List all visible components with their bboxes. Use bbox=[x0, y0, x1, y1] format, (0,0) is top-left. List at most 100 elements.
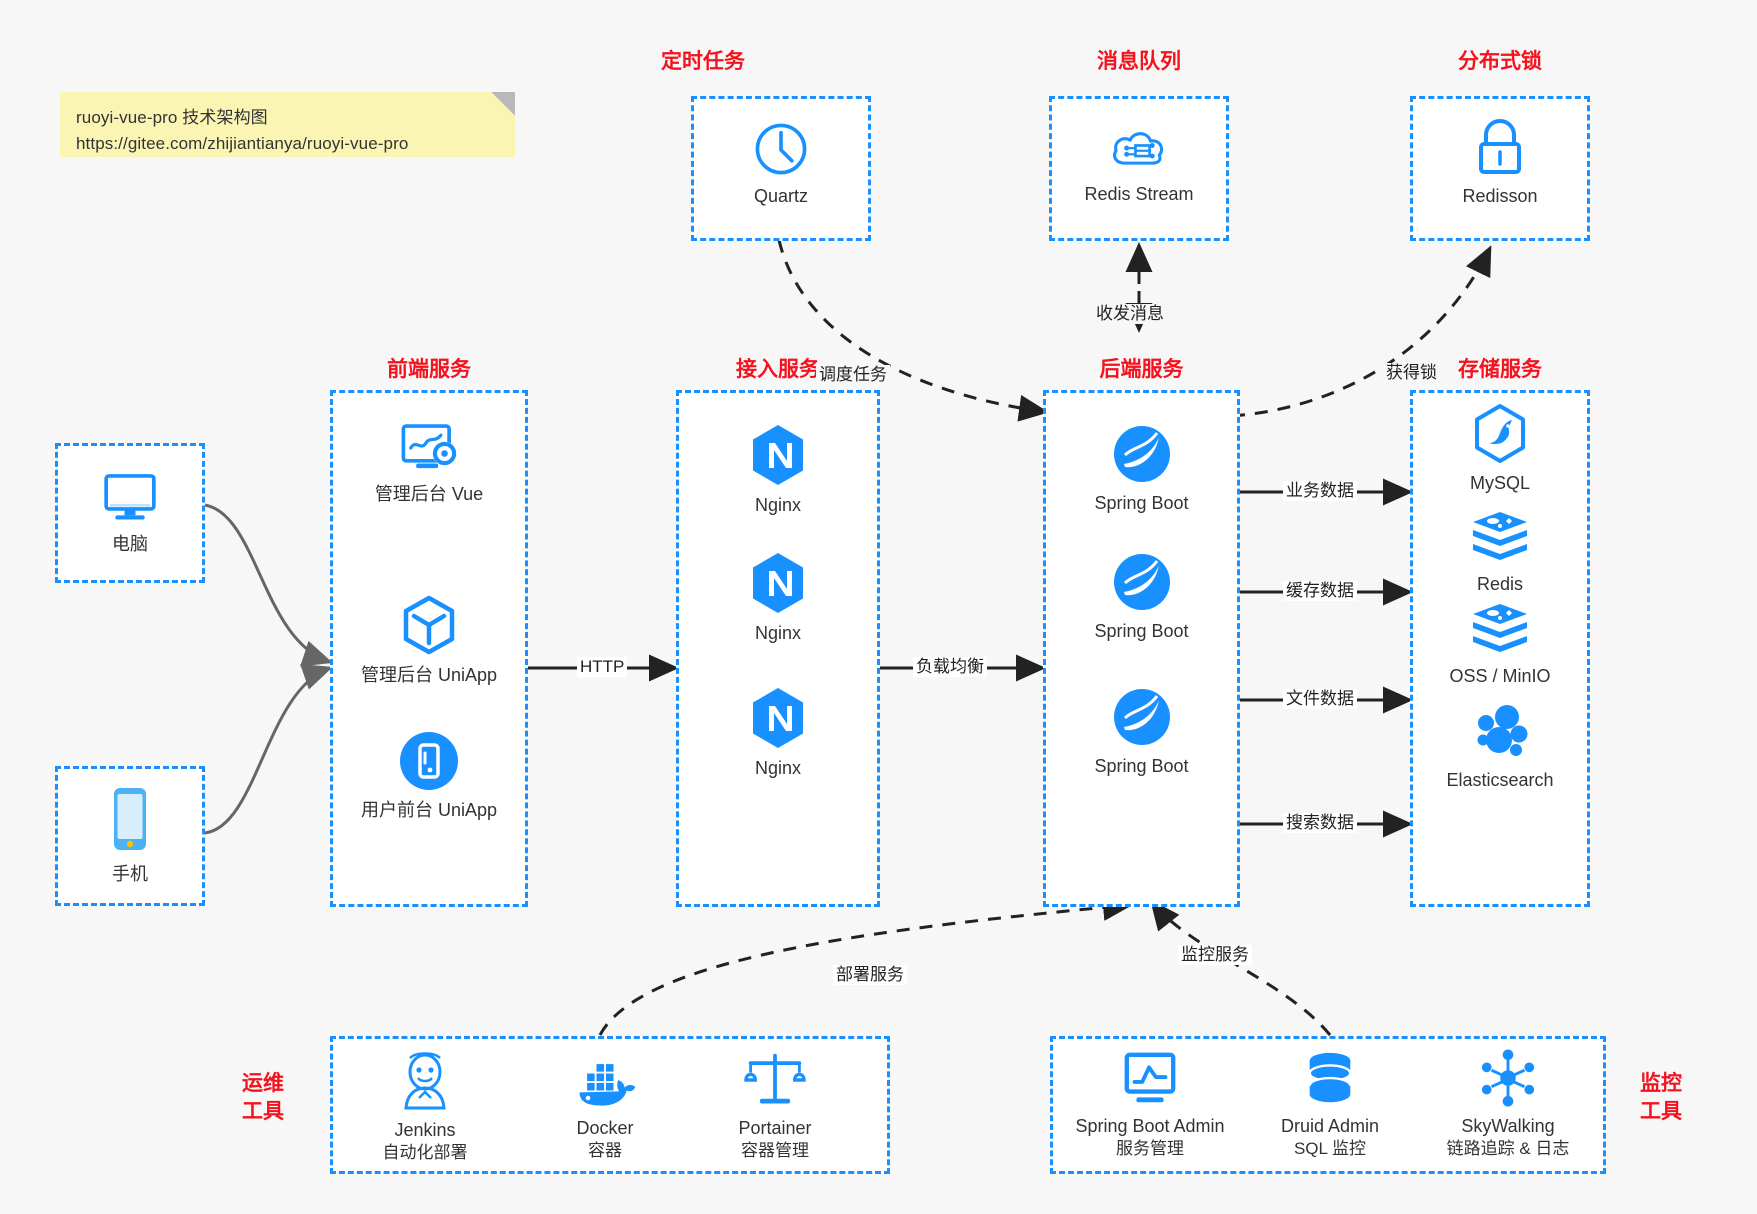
node-spring-boot-admin[interactable]: Spring Boot Admin 服务管理 bbox=[1050, 1050, 1250, 1161]
node-admin-vue[interactable]: 管理后台 Vue bbox=[330, 420, 528, 506]
group-title-storage: 存储服务 bbox=[1458, 358, 1542, 381]
node-portainer[interactable]: Portainer 容器管理 bbox=[690, 1050, 860, 1163]
node-druid-admin[interactable]: Druid Admin SQL 监控 bbox=[1250, 1050, 1410, 1161]
node-label: Spring Boot Admin bbox=[1075, 1116, 1225, 1136]
edge-label-load-balance: 负载均衡 bbox=[913, 657, 987, 678]
spring-icon bbox=[1113, 554, 1170, 610]
group-title-message-queue: 消息队列 bbox=[1097, 50, 1181, 73]
edge-label-schedule-task: 调度任务 bbox=[816, 365, 890, 386]
node-label: 手机 bbox=[112, 864, 148, 884]
cloud-network-icon bbox=[1113, 132, 1164, 165]
node-nginx-1[interactable]: Nginx bbox=[676, 423, 880, 517]
node-docker[interactable]: Docker 容器 bbox=[520, 1054, 690, 1163]
group-box-scheduled-task[interactable] bbox=[691, 96, 871, 241]
node-label: Redisson bbox=[1462, 186, 1538, 206]
node-label: 电脑 bbox=[112, 534, 148, 554]
node-redisson[interactable]: Redisson bbox=[1410, 116, 1590, 208]
mobile-icon bbox=[114, 788, 146, 850]
redis-icon bbox=[1473, 512, 1527, 560]
node-spring-boot-2[interactable]: Spring Boot bbox=[1043, 551, 1240, 643]
edge-label-business-data: 业务数据 bbox=[1283, 481, 1357, 502]
note-fold-corner bbox=[491, 92, 515, 116]
node-user-uniapp[interactable]: 用户前台 UniApp bbox=[330, 730, 528, 822]
group-box-message-queue[interactable] bbox=[1049, 96, 1229, 241]
node-sublabel: SQL 监控 bbox=[1293, 1139, 1367, 1159]
group-title-frontend: 前端服务 bbox=[387, 358, 471, 381]
desktop-icon bbox=[104, 474, 156, 520]
cube-icon bbox=[403, 595, 455, 655]
edge-label-cache-data: 缓存数据 bbox=[1283, 581, 1357, 602]
node-label: Quartz bbox=[753, 186, 809, 206]
clock-icon bbox=[755, 123, 807, 175]
group-title-scheduled-task: 定时任务 bbox=[661, 50, 745, 73]
node-label: Docker bbox=[576, 1118, 634, 1138]
mysql-icon bbox=[1475, 404, 1525, 463]
note-line-url: https://gitee.com/zhijiantianya/ruoyi-vu… bbox=[76, 134, 409, 154]
spring-icon bbox=[1113, 689, 1170, 745]
node-redis-stream[interactable]: Redis Stream bbox=[1049, 122, 1229, 206]
note-line-title: ruoyi-vue-pro 技术架构图 bbox=[76, 108, 268, 127]
node-label: Druid Admin bbox=[1280, 1116, 1380, 1136]
elasticsearch-icon bbox=[1477, 705, 1528, 756]
node-label: 管理后台 UniApp bbox=[360, 665, 498, 685]
node-admin-uniapp[interactable]: 管理后台 UniApp bbox=[330, 593, 528, 687]
edge-label-deploy-service: 部署服务 bbox=[833, 965, 907, 986]
scales-icon bbox=[744, 1053, 806, 1104]
node-label: Spring Boot bbox=[1094, 621, 1189, 641]
node-label: Redis bbox=[1476, 574, 1524, 594]
node-oss-minio[interactable]: OSS / MinIO bbox=[1410, 600, 1590, 688]
database-icon bbox=[1308, 1052, 1352, 1103]
node-elasticsearch[interactable]: Elasticsearch bbox=[1410, 702, 1590, 792]
node-label: Spring Boot bbox=[1094, 493, 1189, 513]
nginx-icon bbox=[753, 425, 803, 485]
lock-icon bbox=[1479, 119, 1521, 174]
spring-icon bbox=[1113, 426, 1170, 482]
node-quartz[interactable]: Quartz bbox=[691, 120, 871, 208]
group-box-frontend[interactable] bbox=[330, 390, 528, 907]
group-title-backend: 后端服务 bbox=[1099, 358, 1184, 381]
group-title-devops-line1: 运维 bbox=[242, 1072, 284, 1095]
node-sublabel: 链路追踪 & 日志 bbox=[1446, 1139, 1570, 1159]
node-pc[interactable]: 电脑 bbox=[55, 468, 205, 556]
edge-label-http: HTTP bbox=[577, 657, 628, 678]
group-box-devops[interactable] bbox=[330, 1036, 890, 1174]
node-label: SkyWalking bbox=[1461, 1116, 1555, 1136]
docker-icon bbox=[579, 1064, 636, 1106]
node-sublabel: 服务管理 bbox=[1116, 1139, 1184, 1159]
info-note: ruoyi-vue-pro 技术架构图 https://gitee.com/zh… bbox=[60, 92, 515, 157]
node-redis[interactable]: Redis bbox=[1410, 508, 1590, 596]
nginx-icon bbox=[753, 688, 803, 748]
node-spring-boot-1[interactable]: Spring Boot bbox=[1043, 423, 1240, 515]
node-label: 管理后台 Vue bbox=[374, 484, 484, 504]
app-circle-icon bbox=[400, 732, 458, 790]
node-label: OSS / MinIO bbox=[1449, 666, 1551, 686]
node-nginx-2[interactable]: Nginx bbox=[676, 551, 880, 645]
node-sublabel: 容器管理 bbox=[741, 1141, 809, 1161]
group-title-devops-line2: 工具 bbox=[242, 1100, 284, 1124]
edge-label-send-receive-message: 收发消息 bbox=[1093, 304, 1167, 325]
edge-label-acquire-lock: 获得锁 bbox=[1383, 363, 1440, 384]
group-title-monitor-line1: 监控 bbox=[1640, 1072, 1682, 1095]
monitor-chart-icon bbox=[1124, 1052, 1176, 1103]
node-skywalking[interactable]: SkyWalking 链路追踪 & 日志 bbox=[1410, 1048, 1606, 1161]
node-mysql[interactable]: MySQL bbox=[1410, 403, 1590, 495]
node-sublabel: 自动化部署 bbox=[382, 1143, 468, 1163]
node-label: MySQL bbox=[1469, 473, 1530, 493]
skywalking-icon bbox=[1481, 1049, 1535, 1107]
node-label: Portainer bbox=[738, 1118, 812, 1138]
group-title-gateway: 接入服务 bbox=[736, 358, 820, 381]
group-title-monitor: 监控 工具 bbox=[1630, 1070, 1692, 1127]
node-jenkins[interactable]: Jenkins 自动化部署 bbox=[340, 1050, 510, 1165]
group-title-monitor-line2: 工具 bbox=[1640, 1100, 1682, 1124]
node-label: Spring Boot bbox=[1094, 756, 1189, 776]
node-label: Nginx bbox=[754, 758, 802, 778]
edge-label-search-data: 搜索数据 bbox=[1283, 813, 1357, 834]
node-nginx-3[interactable]: Nginx bbox=[676, 686, 880, 780]
group-title-distributed-lock: 分布式锁 bbox=[1458, 50, 1542, 73]
node-label: Elasticsearch bbox=[1446, 770, 1554, 790]
node-label: Jenkins bbox=[394, 1120, 456, 1140]
node-spring-boot-3[interactable]: Spring Boot bbox=[1043, 686, 1240, 778]
node-phone[interactable]: 手机 bbox=[55, 784, 205, 886]
edge-label-file-data: 文件数据 bbox=[1283, 689, 1357, 710]
